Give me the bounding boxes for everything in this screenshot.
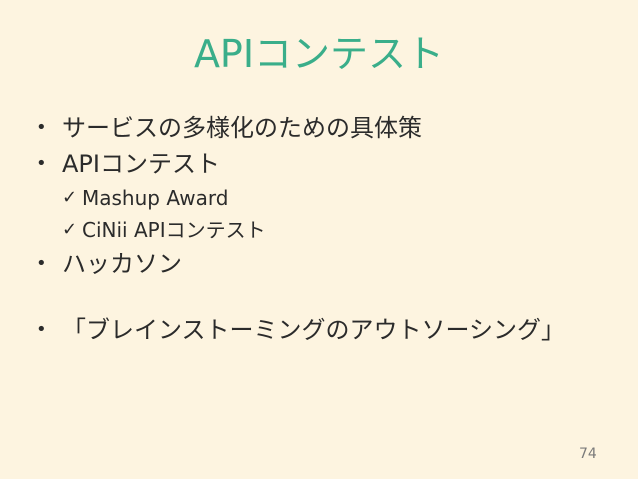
sub-item: ✓ Mashup Award [36, 182, 616, 214]
sub-item: ✓ CiNii APIコンテスト [36, 214, 616, 246]
bullet-marker: • [36, 117, 47, 138]
bullet-list: • サービスの多様化のための具体策 • APIコンテスト ✓ Mashup Aw… [36, 110, 616, 348]
check-icon: ✓ [62, 219, 78, 240]
bullet-text: ハッカソン [62, 250, 182, 278]
bullet-item: • APIコンテスト [36, 146, 616, 182]
bullet-marker: • [36, 319, 47, 340]
bullet-marker: • [36, 153, 47, 174]
bullet-text: 「ブレインストーミングのアウトソーシング」 [62, 316, 566, 344]
bullet-item: • 「ブレインストーミングのアウトソーシング」 [36, 312, 616, 348]
sub-item-text: Mashup Award [82, 186, 229, 210]
page-number: 74 [579, 446, 597, 462]
sub-item-text: CiNii APIコンテスト [82, 218, 266, 242]
bullet-item: • サービスの多様化のための具体策 [36, 110, 616, 146]
check-icon: ✓ [62, 187, 78, 208]
bullet-marker: • [36, 253, 47, 274]
bullet-text: APIコンテスト [62, 150, 220, 178]
bullet-item: • ハッカソン [36, 246, 616, 282]
bullet-text: サービスの多様化のための具体策 [62, 114, 422, 142]
spacer [36, 282, 616, 312]
slide-title: APIコンテスト [193, 32, 445, 76]
